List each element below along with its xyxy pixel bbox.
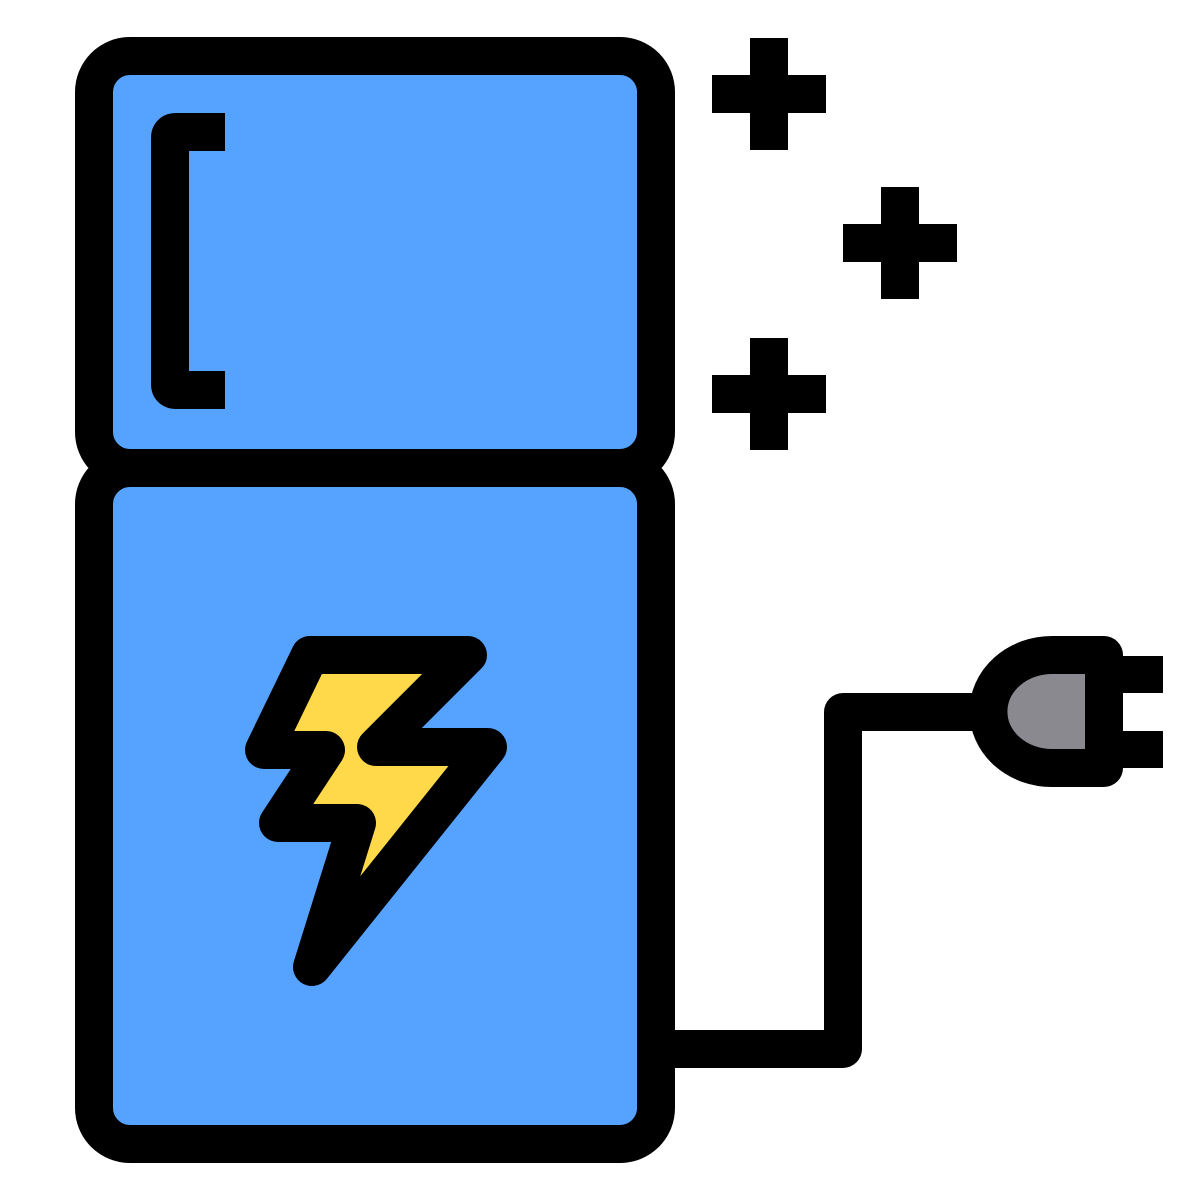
sparkle-plus-bottom [712,338,826,450]
plug [969,636,1123,787]
plug-prong-bottom [1120,731,1163,768]
door-handle [151,113,225,409]
lightning-bolt [245,636,507,986]
sparkle-plus-top [712,38,826,150]
power-cord [637,693,1004,1068]
freezer-door [75,37,675,487]
sparkle-plus-middle [843,187,957,299]
plug-prong-top [1120,656,1163,693]
